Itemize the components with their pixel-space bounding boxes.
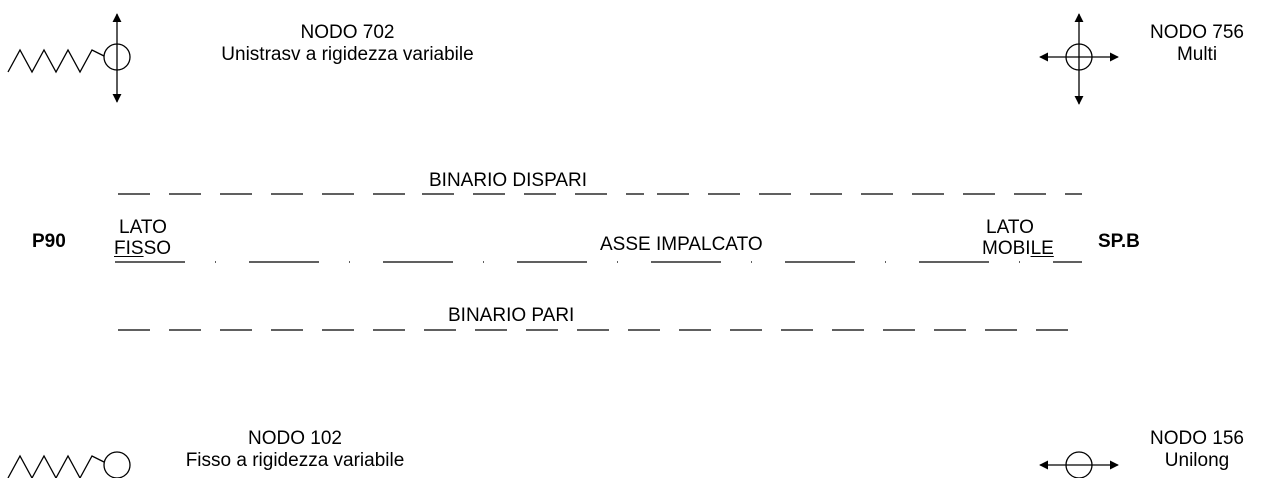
mobile-side-line2b: LE: [1030, 238, 1054, 259]
odd-track-label: BINARIO DISPARI: [425, 170, 592, 192]
node-756-title: NODO 756: [1150, 22, 1244, 43]
mobile-side-line1: LATO: [986, 217, 1034, 238]
spring-vertical-support-icon: [7, 13, 131, 103]
longitudinal-support-icon: [1039, 451, 1119, 478]
fixed-side-label: LATO FISSO: [114, 217, 171, 259]
multidirectional-support-icon: [1039, 13, 1119, 105]
node-702-subtitle: Unistrasv a rigidezza variabile: [221, 44, 474, 65]
even-track-label: BINARIO PARI: [444, 305, 579, 327]
right-pier-label: SP.B: [1098, 231, 1140, 252]
mobile-side-label: LATO MOBILE: [982, 217, 1054, 259]
deck-axis-label: ASSE IMPALCATO: [598, 234, 765, 256]
fixed-side-line2b: SO: [143, 238, 172, 259]
fixed-side-line1: LATO: [119, 217, 167, 238]
left-pier-label: P90: [32, 231, 66, 252]
node-756-label: NODO 756 Multi: [1130, 22, 1264, 66]
node-102-subtitle: Fisso a rigidezza variabile: [185, 450, 405, 471]
spring-fixed-support-icon: [7, 451, 131, 478]
node-156-label: NODO 156 Unilong: [1130, 428, 1264, 472]
node-102-title: NODO 102: [248, 428, 342, 449]
node-156-subtitle: Unilong: [1164, 450, 1230, 471]
mobile-side-line2a: MOBI: [982, 238, 1031, 259]
fixed-side-line2a: FIS: [114, 238, 144, 259]
node-702-label: NODO 702 Unistrasv a rigidezza variabile: [195, 22, 500, 66]
node-102-label: NODO 102 Fisso a rigidezza variabile: [158, 428, 432, 472]
node-156-title: NODO 156: [1150, 428, 1244, 449]
node-756-subtitle: Multi: [1176, 44, 1218, 65]
node-702-title: NODO 702: [300, 22, 395, 43]
